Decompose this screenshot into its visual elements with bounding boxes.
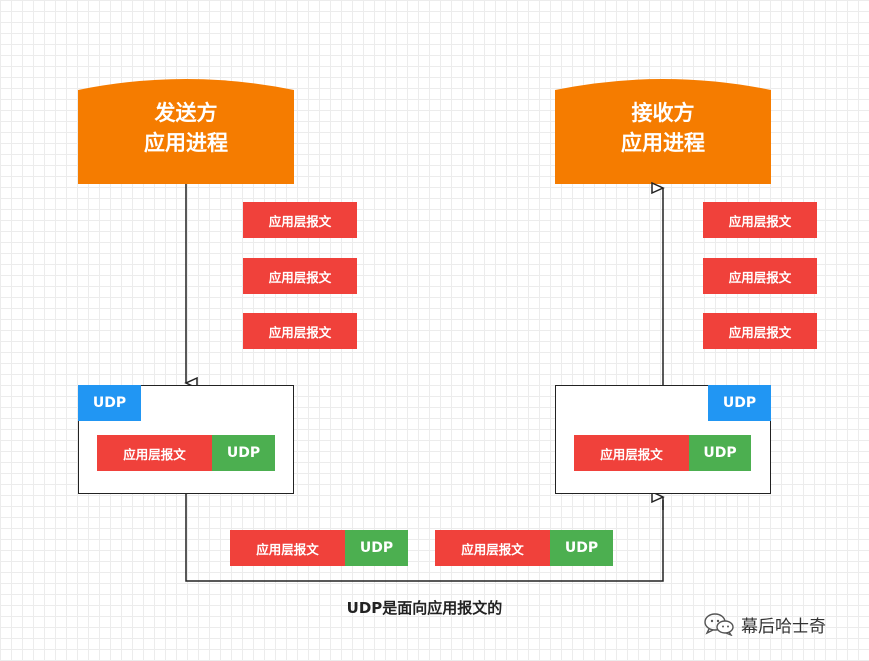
- sender-title: 发送方: [154, 101, 218, 125]
- receiver-subtitle: 应用进程: [621, 131, 705, 155]
- receiver-datagram-payload: 应用层报文: [574, 435, 689, 471]
- sender-datagram-payload: 应用层报文: [97, 435, 212, 471]
- diagram-caption: UDP是面向应用报文的: [346, 599, 503, 617]
- watermark: 幕后哈士奇: [703, 611, 826, 637]
- receiver-message-2: 应用层报文: [703, 258, 817, 294]
- receiver-udp-tag: UDP: [708, 385, 771, 421]
- sender-message-3: 应用层报文: [243, 313, 357, 349]
- transport-path: [185, 494, 664, 582]
- wechat-icon: [704, 613, 734, 636]
- sender-subtitle: 应用进程: [144, 131, 228, 155]
- receiver-message-1: 应用层报文: [703, 202, 817, 238]
- receiver-process-shape: [555, 79, 771, 184]
- sender-udp-tag: UDP: [78, 385, 141, 421]
- transit-datagram-1-header: UDP: [345, 530, 408, 566]
- transit-datagram-1-payload: 应用层报文: [230, 530, 345, 566]
- receiver-message-3: 应用层报文: [703, 313, 817, 349]
- sender-message-1: 应用层报文: [243, 202, 357, 238]
- receiver-datagram-header: UDP: [689, 435, 751, 471]
- sender-datagram-header: UDP: [212, 435, 275, 471]
- receiver-process-label: 接收方 应用进程: [555, 98, 771, 158]
- sender-process-label: 发送方 应用进程: [78, 98, 294, 158]
- receiver-title: 接收方: [631, 101, 695, 125]
- transit-datagram-2-payload: 应用层报文: [435, 530, 550, 566]
- watermark-text: 幕后哈士奇: [741, 616, 826, 637]
- sender-process-shape: [78, 79, 294, 184]
- transit-datagram-2-header: UDP: [550, 530, 613, 566]
- sender-message-2: 应用层报文: [243, 258, 357, 294]
